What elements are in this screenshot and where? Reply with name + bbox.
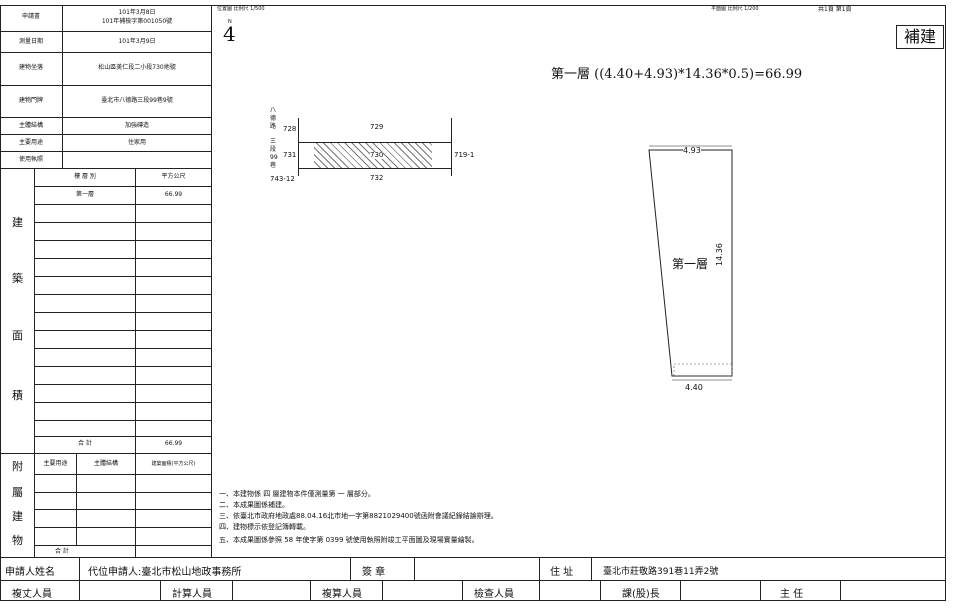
applicant-name-label: 申請人姓名 — [5, 567, 55, 578]
road-char-3: 路 — [270, 123, 277, 130]
top-dimension: 4.93 — [683, 146, 701, 155]
main-structure-label: 主體結構 — [18, 122, 43, 129]
note-2: 二、本成果圖係補建。 — [219, 501, 289, 509]
stamp-box: 補建 — [896, 25, 944, 49]
lot-743-12: 743-12 — [270, 175, 295, 183]
annex-char-2: 屬 — [12, 486, 23, 499]
road-char-4: 三 — [270, 138, 277, 145]
road-char-5: 段 — [270, 146, 277, 153]
annex-total-label: 合 計 — [55, 548, 69, 555]
road-char-7: 巷 — [270, 162, 277, 169]
sqm-header: 平方公尺 — [161, 173, 186, 180]
lot-728: 728 — [283, 125, 297, 133]
building-door-label: 建物門牌 — [18, 97, 43, 104]
seal-label: 簽 章 — [362, 567, 386, 578]
note-4: 四、建物標示依登記簿轉載。 — [219, 523, 310, 531]
section-char-3: 面 — [12, 329, 23, 342]
lot-729: 729 — [370, 123, 384, 131]
total-value: 66.99 — [164, 440, 183, 447]
bottom-dimension: 4.40 — [685, 383, 703, 392]
note-5: 五、本成果圖係參照 58 年使字第 0399 號使用執照附竣工平面圖及現場實量繪… — [219, 536, 479, 544]
plan-title: 平面圖 比例尺 1/200 — [711, 6, 759, 12]
annex-struct-header: 主體結構 — [93, 460, 118, 467]
calculator-label: 計算人員 — [172, 589, 212, 600]
area-formula: 第一層 ((4.40+4.93)*14.36*0.5)=66.99 — [551, 67, 803, 82]
side-dimension: 14.36 — [715, 243, 724, 266]
north-small-label: N — [228, 19, 232, 25]
section-char-4: 積 — [12, 389, 23, 402]
address-label: 住 址 — [550, 567, 574, 578]
road-char-2: 德 — [270, 115, 277, 122]
building-location-label: 建物坐落 — [18, 64, 43, 71]
annex-use-header: 主要用途 — [43, 460, 68, 467]
main-structure: 加強磚造 — [124, 122, 149, 129]
lot-719-1: 719-1 — [454, 151, 475, 159]
floor-name: 第一層 — [75, 191, 94, 198]
note-1: 一、本建物係 四 層建物本件僅測量第 一 層部分。 — [219, 490, 375, 498]
lot-732: 732 — [370, 174, 384, 182]
road-char-1: 八 — [270, 107, 277, 114]
road-char-6: 99 — [270, 154, 278, 161]
section-char-2: 築 — [12, 272, 23, 285]
lot-731: 731 — [283, 151, 297, 159]
annex-char-3: 建 — [12, 510, 23, 523]
annex-area-header: 建築面積(平方公尺) — [151, 461, 196, 467]
main-use: 住家用 — [127, 139, 146, 146]
director-label: 主 任 — [780, 589, 804, 600]
total-label: 合 計 — [78, 440, 92, 447]
lot-730: 730 — [370, 151, 384, 159]
section-char-1: 建 — [12, 216, 23, 229]
floor-label: 第一層 — [672, 257, 709, 271]
section-chief-label: 課(股)長 — [622, 589, 660, 600]
inspector-label: 檢查人員 — [474, 589, 514, 600]
use-license-label: 使用執照 — [18, 156, 43, 163]
building-door: 臺北市八德路三段99巷9號 — [101, 97, 173, 104]
location-map-title: 位置圖 比例尺 1/500 — [217, 6, 265, 12]
applicant-label: 申請書 — [21, 13, 40, 20]
applicant-name: 代位申請人:臺北市松山地政事務所 — [88, 567, 242, 578]
survey-date-label: 測量日期 — [18, 38, 43, 45]
building-location: 松山區美仁段二小段730地號 — [98, 64, 176, 71]
applicant-date: 101年3月8日 — [118, 9, 156, 16]
north-arrow-icon: 4 — [223, 22, 236, 46]
floor-outline — [648, 145, 733, 381]
applicant-no: 101年補檢字第001050號 — [101, 18, 173, 25]
page-count: 共1頁 第1頁 — [818, 6, 852, 13]
annex-char-1: 附 — [12, 460, 23, 473]
checker-label: 複算人員 — [322, 589, 362, 600]
floor-area: 66.99 — [164, 191, 183, 198]
floor-header: 樓 層 別 — [74, 173, 96, 180]
annex-char-4: 物 — [12, 534, 23, 547]
survey-date: 101年3月9日 — [118, 38, 156, 45]
note-3: 三、依臺北市政府地政處88.04.16北市地一字第8821029400號函附會議… — [219, 512, 498, 520]
main-use-label: 主要用途 — [18, 139, 43, 146]
drafter-label: 複丈人員 — [12, 589, 52, 600]
address: 臺北市莊敬路391巷11弄2號 — [603, 567, 719, 577]
